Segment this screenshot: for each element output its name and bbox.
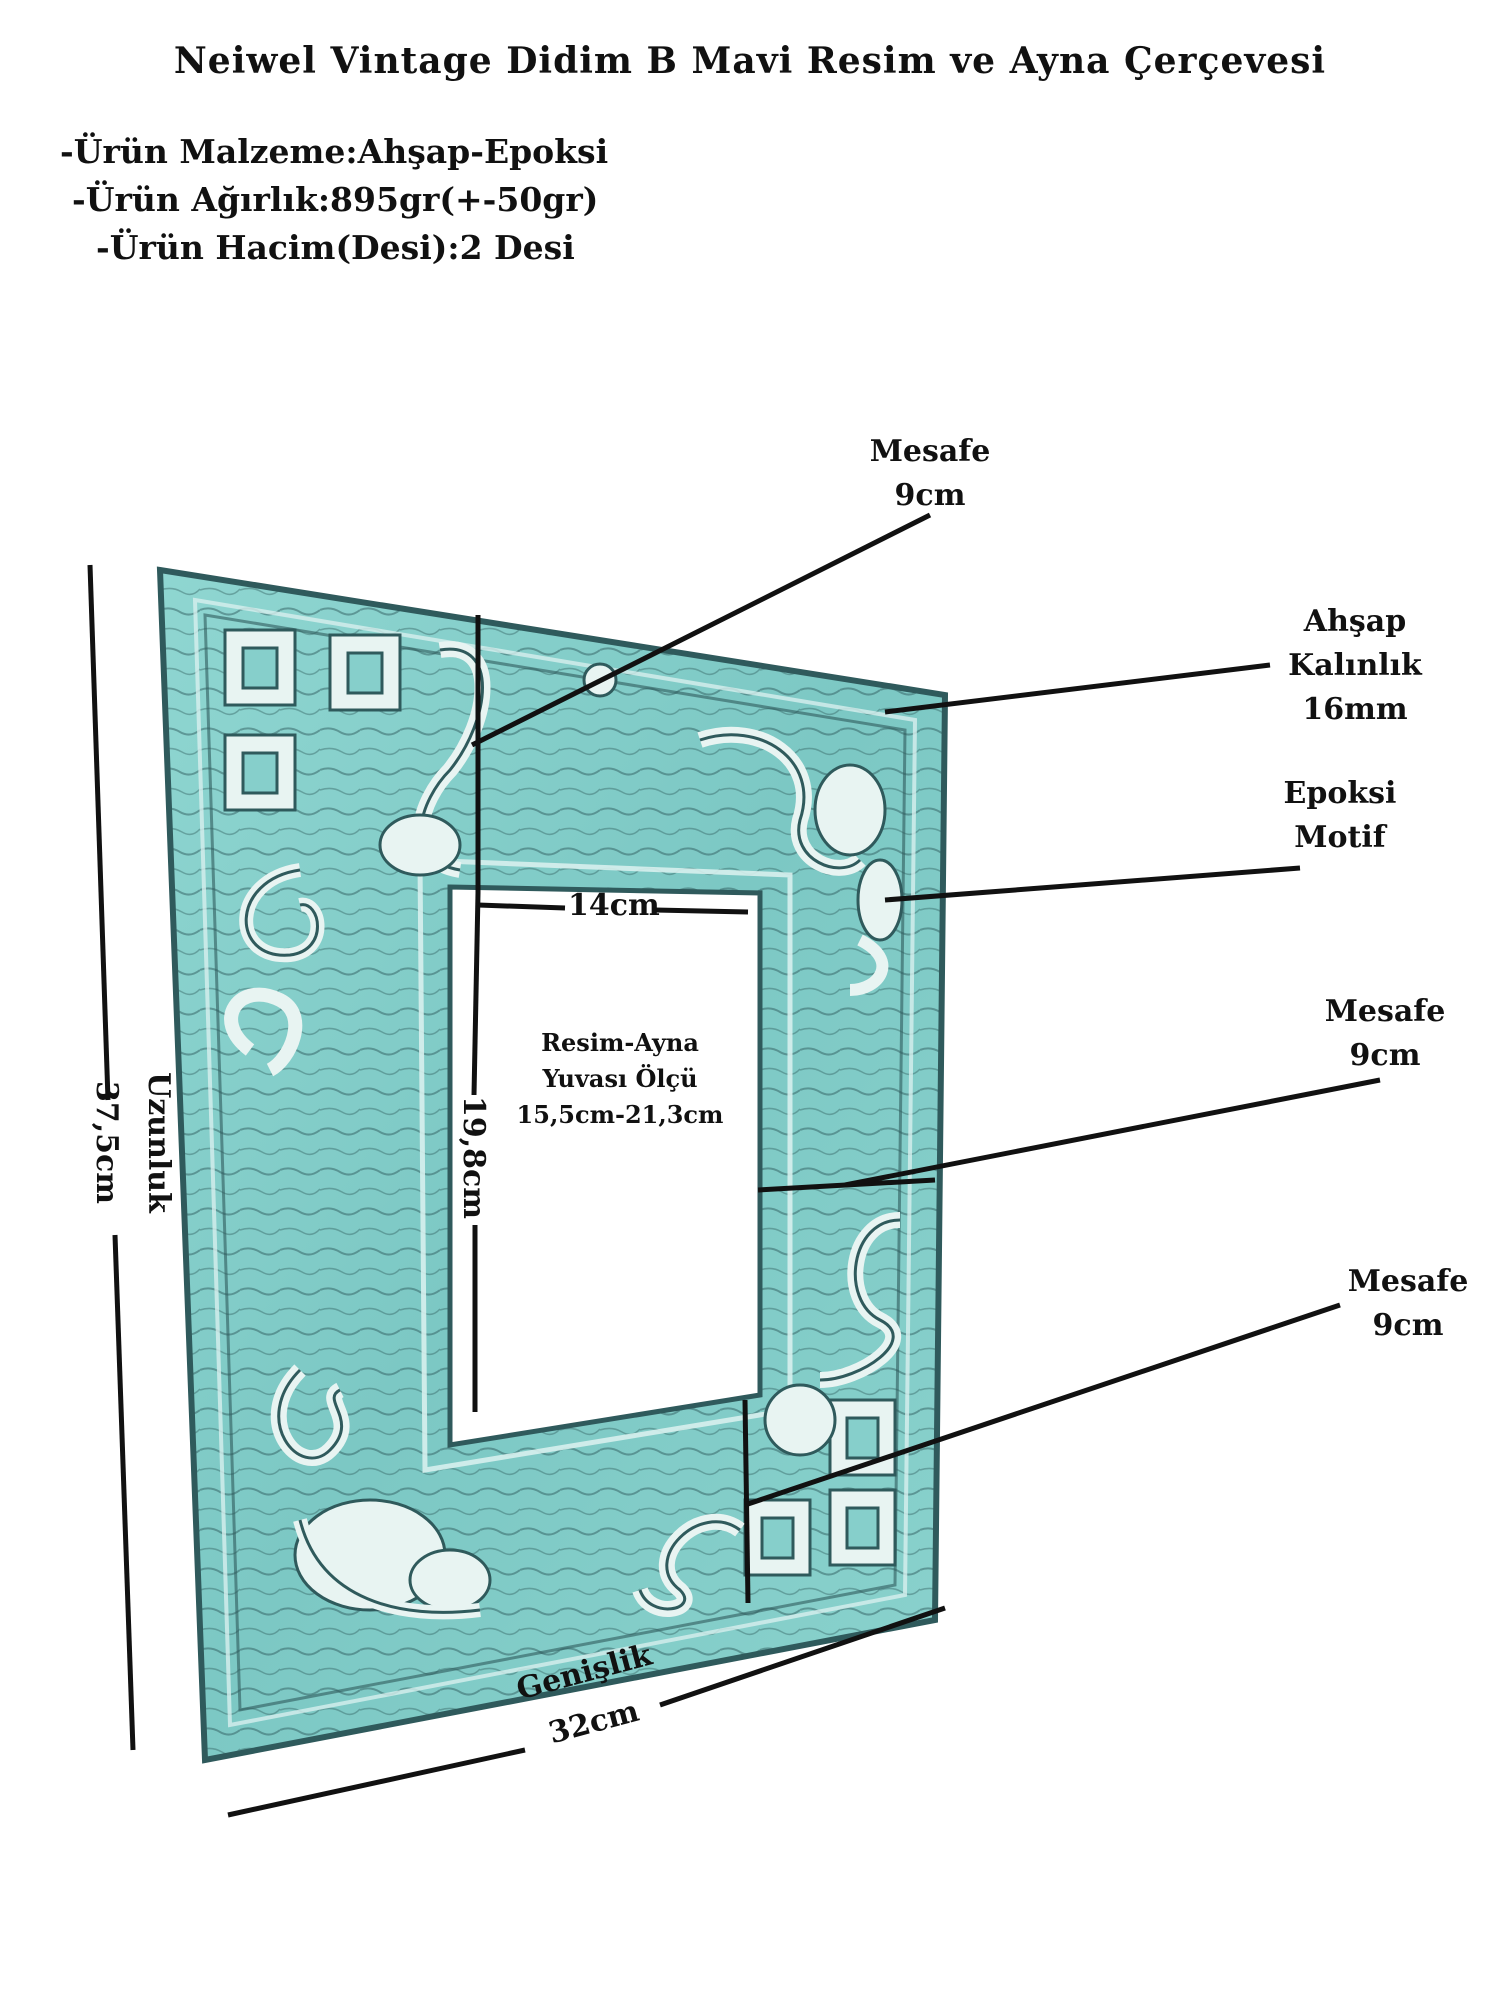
motif-top-right <box>697 726 904 996</box>
callout-thickness-label: Kalınlık <box>1288 648 1422 683</box>
motif-bottom-right <box>632 1212 902 1617</box>
spec-list: -Ürün Malzeme:Ahşap-Epoksi -Ürün Ağırlık… <box>60 128 608 272</box>
motif-bottom-left <box>270 1364 492 1620</box>
spec-material: -Ürün Malzeme:Ahşap-Epoksi <box>60 132 609 171</box>
spec-volume: -Ürün Hacim(Desi):2 Desi <box>96 228 575 267</box>
callout-distance-mid-label: Mesafe <box>1324 994 1446 1029</box>
callout-distance-top: Mesafe 9cm <box>850 430 1010 518</box>
slot-size-label: Resim-Ayna Yuvası Ölçü 15,5cm-21,3cm <box>505 1025 735 1133</box>
callout-distance-mid: Mesafe 9cm <box>1305 990 1465 1078</box>
length-value: 37,5cm <box>89 1080 125 1205</box>
slot-line-1: Resim-Ayna <box>541 1028 699 1057</box>
inner-width-label: 14cm <box>568 888 660 923</box>
frame-body <box>156 566 949 1764</box>
spec-weight: -Ürün Ağırlık:895gr(+-50gr) <box>72 180 599 219</box>
callout-distance-bottom-label: Mesafe <box>1347 1264 1469 1299</box>
callout-motif-label: Motif <box>1294 820 1386 855</box>
callout-distance-top-value: 9cm <box>894 478 966 513</box>
callout-thickness-value: 16mm <box>1302 692 1408 727</box>
inner-height-label: 19,8cm <box>456 1095 492 1220</box>
measurement-lines <box>87 512 1381 1818</box>
product-title: Neiwel Vintage Didim B Mavi Resim ve Ayn… <box>173 40 1327 82</box>
callout-distance-bottom: Mesafe 9cm <box>1328 1260 1488 1348</box>
length-label: Uzunluk <box>140 1072 176 1213</box>
callout-wood-label: Ahşap <box>1303 604 1407 639</box>
callout-distance-top-label: Mesafe <box>869 434 991 469</box>
callout-distance-mid-value: 9cm <box>1349 1038 1421 1073</box>
callout-wood-thickness: Ahşap Kalınlık 16mm <box>1265 600 1445 732</box>
slot-line-2: Yuvası Ölçü <box>542 1064 698 1093</box>
motif-top-left <box>223 628 618 1077</box>
callout-epoxy-motif: Epoksi Motif <box>1255 772 1425 860</box>
slot-line-3: 15,5cm-21,3cm <box>516 1100 724 1129</box>
callout-epoxy-label: Epoksi <box>1283 776 1397 811</box>
callout-distance-bottom-value: 9cm <box>1372 1308 1444 1343</box>
